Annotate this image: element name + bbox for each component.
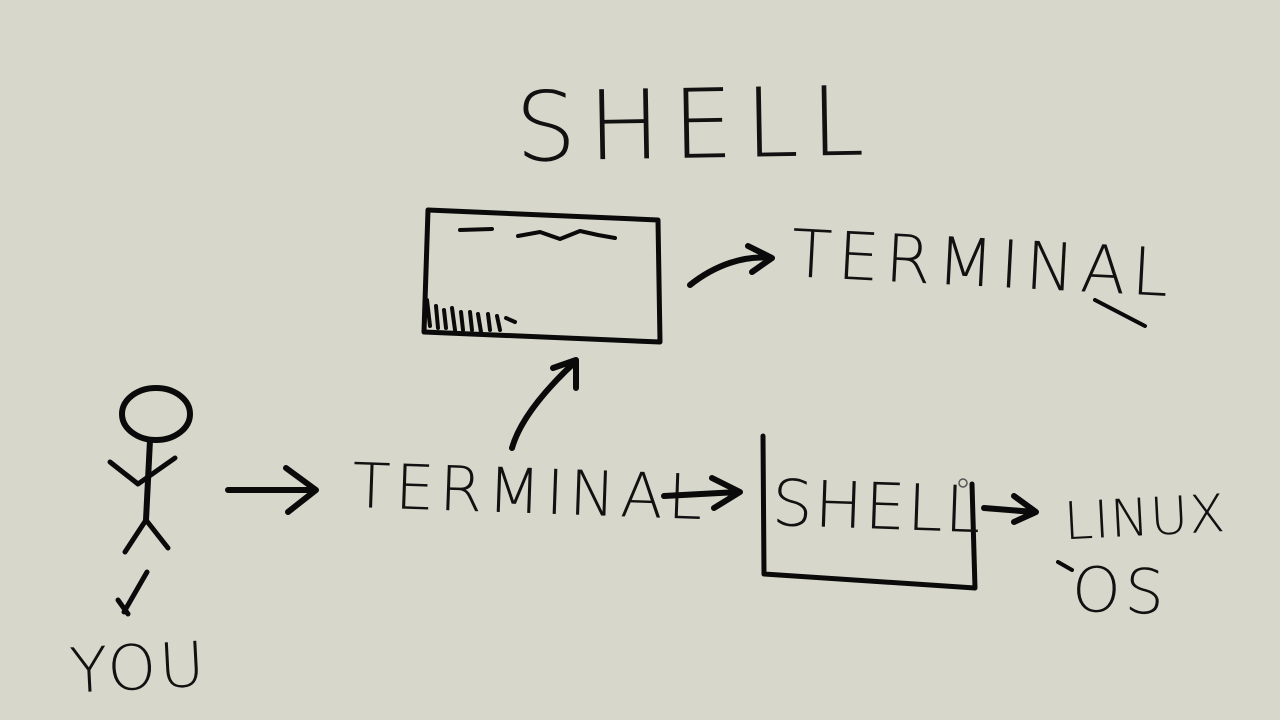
os-label: OS	[1071, 553, 1170, 629]
shell-box	[760, 433, 978, 591]
arrow-up-to-window	[509, 357, 579, 451]
terminal-label-top: TERMINAL	[789, 215, 1176, 312]
arrow-to-terminal-label	[687, 243, 775, 288]
you-label: YOU	[68, 627, 209, 707]
arrow-you-to-terminal	[225, 465, 319, 515]
diagram-title: SHELL	[514, 65, 877, 183]
shell-label-flow: SHELL	[771, 467, 984, 548]
terminal-label-flow: TERMINAL	[351, 449, 709, 534]
linux-label: LINUX	[1062, 484, 1227, 552]
arrow-terminal-to-shell	[661, 475, 743, 511]
arrow-shell-to-os	[981, 493, 1039, 525]
terminal-window-sketch	[421, 207, 663, 345]
stick-figure-you	[107, 385, 193, 617]
